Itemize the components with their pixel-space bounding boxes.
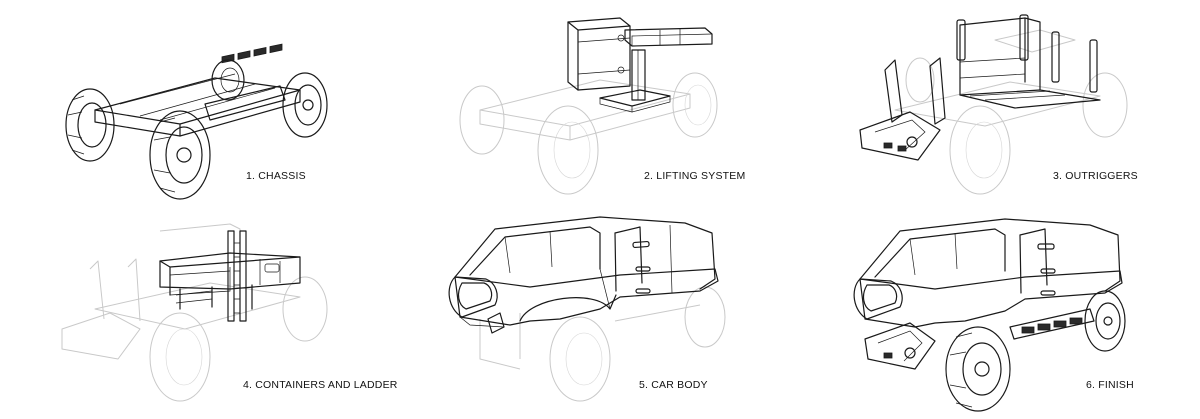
- step-label: 4. CONTAINERS AND LADDER: [243, 379, 398, 391]
- car-body-drawing: [448, 216, 726, 402]
- outrigger-arm-left: [859, 57, 946, 161]
- wheel-rear-left: [211, 59, 245, 101]
- finished-wheels: [945, 290, 1126, 412]
- step-label: 6. FINISH: [1086, 379, 1134, 391]
- containers: [159, 252, 301, 296]
- wheel-rear-right: [282, 72, 328, 138]
- outriggers-drawing: [859, 14, 1128, 195]
- step-panel-car-body: 5. CAR BODY: [400, 209, 800, 418]
- containers-and-ladder-drawing: [61, 223, 328, 402]
- car-body-shell: [448, 216, 719, 334]
- step-label: 1. CHASSIS: [246, 170, 306, 182]
- step-panel-outriggers: 3. OUTRIGGERS: [800, 0, 1200, 209]
- step-panel-containers-and-ladder: 4. CONTAINERS AND LADDER: [0, 209, 400, 418]
- wheel-front-left: [65, 88, 115, 162]
- wheel-front-right: [149, 110, 211, 200]
- ghost-chassis: [459, 72, 718, 195]
- ghost-vehicle: [61, 223, 328, 402]
- step-label: 5. CAR BODY: [639, 379, 708, 391]
- step-panel-chassis: 1. CHASSIS: [0, 0, 400, 209]
- finish-drawing: [853, 218, 1126, 412]
- ghost-underside: [479, 286, 726, 402]
- finished-outrigger: [864, 322, 936, 370]
- chassis-drawing: [65, 43, 328, 200]
- chassis-frame: [94, 43, 301, 137]
- finished-battery-pack: [1009, 308, 1095, 340]
- step-panel-lifting-system: 2. LIFTING SYSTEM: [400, 0, 800, 209]
- lifting-system-drawing: [459, 17, 718, 195]
- step-label: 3. OUTRIGGERS: [1053, 170, 1138, 182]
- lifting-mechanism: [567, 17, 713, 113]
- upper-frame: [956, 14, 1101, 109]
- step-label: 2. LIFTING SYSTEM: [644, 170, 746, 182]
- ladder: [175, 230, 253, 322]
- step-panel-finish: 6. FINISH: [800, 209, 1200, 418]
